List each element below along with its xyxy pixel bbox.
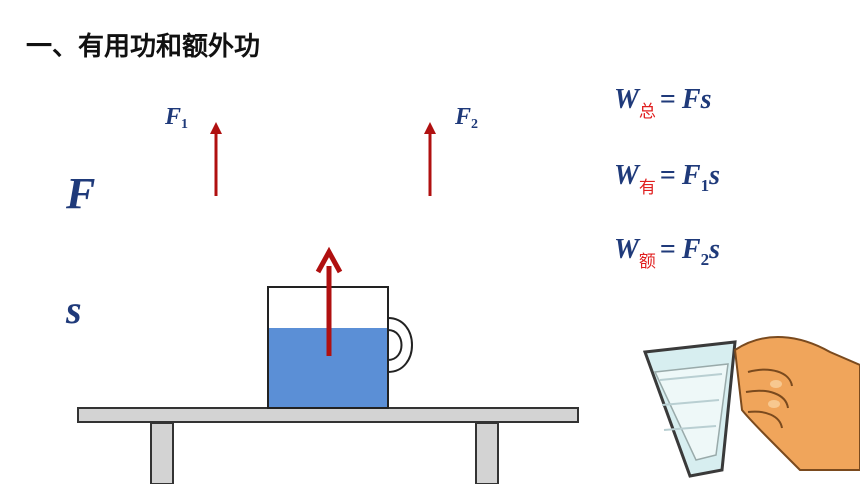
force-label-f2: F2 (455, 104, 479, 132)
force-symbol: F (66, 169, 96, 218)
force-label-f1: F1 (165, 104, 189, 132)
hand-holding-glass-illustration (642, 336, 860, 478)
lifting-force-arrow (315, 246, 343, 356)
cup-handle (387, 317, 413, 373)
formula-useful-work: W有=F1s (614, 160, 720, 198)
water-cup (267, 286, 413, 409)
formula-total-work: W总=Fs (614, 84, 712, 122)
formula-extra-work: W额=F2s (614, 234, 720, 272)
table (77, 407, 579, 484)
force-arrow-f2 (424, 122, 436, 196)
page-title: 一、有用功和额外功 (26, 32, 261, 62)
distance-symbol: s (66, 287, 82, 332)
force-arrow-f1 (210, 122, 222, 196)
